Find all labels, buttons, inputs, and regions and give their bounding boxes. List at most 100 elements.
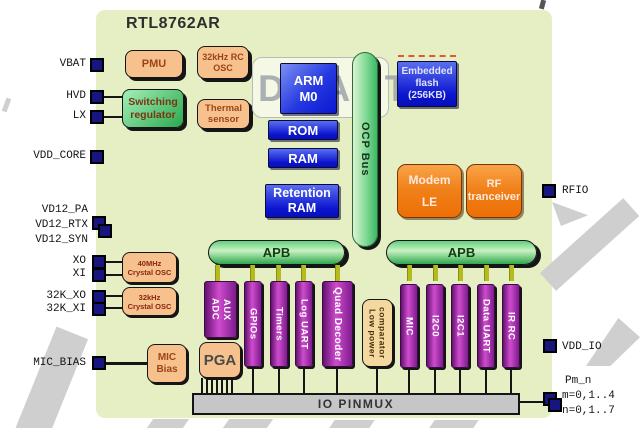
wire [408, 368, 410, 394]
wire [221, 378, 223, 394]
block-modem-le: Modem LE [397, 164, 462, 218]
watermark-shape [429, 420, 479, 428]
block-embedded-flash: Embedded flash (256KB) [397, 61, 457, 107]
watermark-shape [5, 326, 89, 428]
block-32khz-crystal-osc: 32kHz Crystal OSC [122, 287, 177, 316]
block-pmu: PMU [125, 50, 183, 78]
apb-stub [215, 265, 220, 281]
wire [106, 362, 148, 365]
pin-label-vdd-core: VDD_CORE [33, 150, 86, 162]
apb-bus-right: APB [386, 240, 537, 265]
wire [231, 378, 233, 394]
wire [376, 367, 378, 394]
pin-vd12-b [98, 224, 112, 238]
block-32khz-rc-osc: 32kHz RC OSC [197, 46, 249, 79]
wire [278, 367, 280, 394]
ocp-bus: OCP Bus [352, 52, 378, 247]
pin-xi [92, 268, 106, 282]
block-ram: RAM [268, 148, 338, 168]
pin-label-mic-bias: MIC_BIAS [33, 357, 86, 369]
pin-label-xo: XO [72, 255, 86, 267]
watermark-shape [538, 0, 547, 10]
pin-label-vd12-rtx: VD12_RTX [35, 219, 88, 231]
apb-stub [484, 265, 489, 281]
block-quad-decoder: Quad Decoder [322, 281, 353, 367]
pin-label-pm-n: Pm_n [565, 375, 592, 387]
wire [104, 96, 123, 98]
pin-label-vdd-io: VDD_IO [562, 341, 602, 353]
pin-label-lx: LX [72, 110, 86, 122]
pin-label-xi: XI [72, 268, 86, 280]
apb-stub [509, 265, 514, 281]
block-40mhz-crystal-osc: 40MHz Crystal OSC [122, 252, 177, 283]
block-i2c0: I2C0 [426, 284, 444, 368]
pin-32k-xi [92, 302, 106, 316]
apb-bus-left: APB [208, 240, 345, 265]
block-low-power-comparator: Low power comparator [362, 299, 393, 367]
pin-vdd-io [543, 339, 557, 353]
wire [303, 367, 305, 394]
pin-label-vd12-pa: VD12_PA [41, 204, 88, 216]
ocp-bus-label: OCP Bus [359, 122, 371, 177]
wire [485, 368, 487, 394]
block-retention-ram: Retention RAM [265, 184, 339, 218]
pin-rfio [542, 184, 556, 198]
block-aux-adc: AUX ADC [204, 281, 237, 338]
pin-hvd [90, 90, 104, 104]
wire [106, 274, 123, 276]
pin-lx [90, 110, 104, 124]
wire [459, 368, 461, 394]
wire [216, 378, 218, 394]
apb-stub [335, 265, 340, 281]
block-rf-transceiver: RF tranceiver [466, 164, 522, 218]
io-pinmux-bar: IO PINMUX [192, 393, 520, 415]
pin-label-pm-m-range: m=0,1..4 [562, 390, 615, 402]
pin-xo [92, 255, 106, 269]
apb-stub [301, 265, 306, 281]
pin-vdd-core [90, 150, 104, 164]
block-gpios: GPIOs [244, 281, 262, 367]
pin-pm-b [548, 398, 562, 412]
wire [520, 401, 546, 403]
block-mic: MIC [400, 284, 418, 368]
pin-mic-bias [92, 356, 106, 370]
apb-stub [250, 265, 255, 281]
pin-vbat [90, 58, 104, 72]
block-thermal-sensor: Thermal sensor [197, 99, 250, 129]
pin-label-pm-n-range: n=0,1..7 [562, 405, 615, 417]
apb-stub [458, 265, 463, 281]
pin-label-32k-xo: 32K_XO [46, 290, 86, 302]
pin-label-32k-xi: 32K_XI [46, 303, 86, 315]
wire [206, 378, 208, 394]
watermark-shape [329, 420, 375, 428]
modem-le-label: LE [421, 195, 438, 209]
block-rom: ROM [268, 120, 338, 140]
chip-title: RTL8762AR [126, 15, 221, 32]
watermark-shape [552, 202, 588, 226]
wire [104, 116, 123, 118]
red-dashed-mark [398, 55, 456, 57]
wire [201, 378, 203, 394]
block-ir-rc: IR RC [502, 284, 520, 368]
wire [211, 378, 213, 394]
block-data-uart: Data UART [477, 284, 495, 368]
pin-label-vbat: VBAT [59, 58, 86, 70]
wire [434, 368, 436, 394]
block-i2c1: I2C1 [451, 284, 469, 368]
apb-stub [276, 265, 281, 281]
pin-label-hvd: HVD [66, 90, 86, 102]
wire [106, 295, 123, 297]
block-mic-bias: MIC Bias [147, 344, 187, 383]
watermark-shape [222, 419, 274, 428]
block-arm-m0: ARM M0 [280, 63, 337, 114]
apb-stub [433, 265, 438, 281]
wire [252, 367, 254, 394]
pin-label-rfio: RFIO [562, 185, 589, 197]
block-log-uart: Log UART [295, 281, 313, 367]
apb-stub [407, 265, 412, 281]
wire [106, 261, 123, 263]
wire [226, 378, 228, 394]
watermark-shape [539, 198, 640, 291]
watermark-shape [146, 419, 190, 428]
